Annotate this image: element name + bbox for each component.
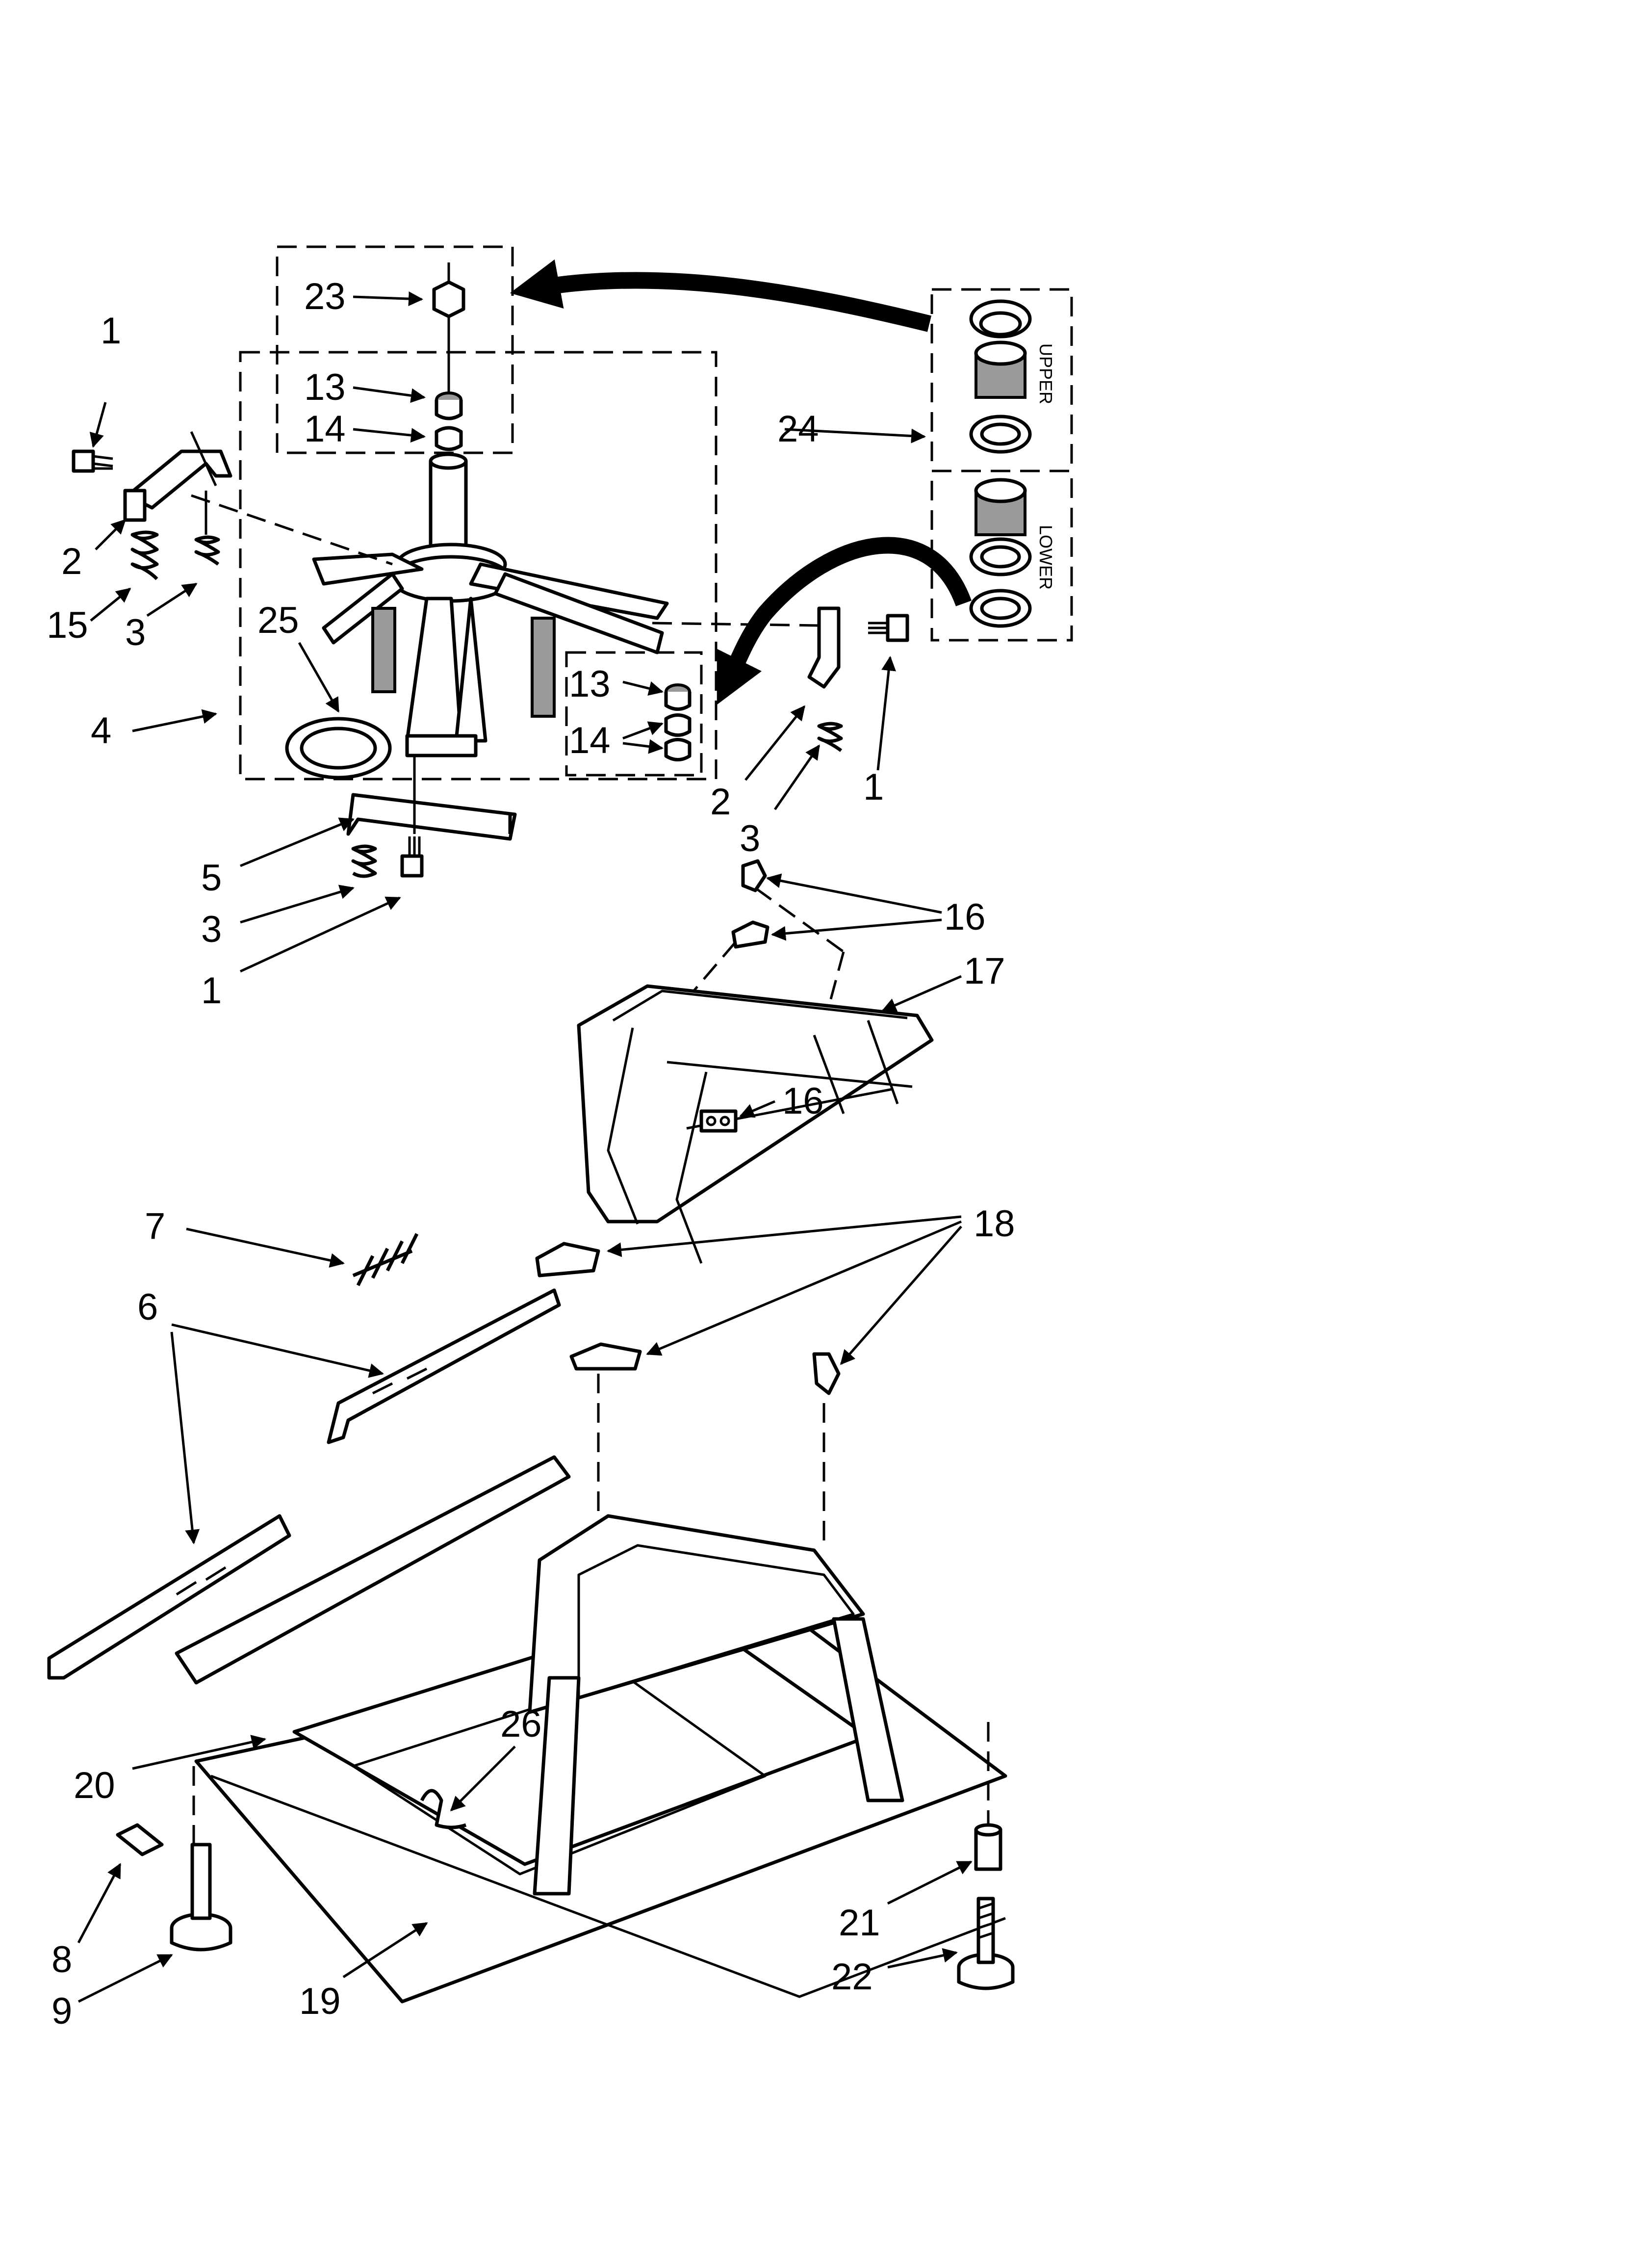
label-22: 22: [831, 1956, 873, 1998]
pad-16-top: [741, 859, 767, 892]
label-26: 26: [500, 1703, 542, 1745]
spring-3-bottom: [351, 844, 377, 878]
label-7: 7: [145, 1205, 165, 1247]
big-arrow-kit-to-side: [717, 537, 972, 705]
frame-17: [577, 984, 934, 1264]
dashed-box-transmission-assembly: [239, 351, 718, 781]
label-13-side: 13: [569, 663, 611, 705]
label-3-right: 3: [740, 818, 760, 860]
bearing-kit-lower-parts: [969, 478, 1032, 628]
pad-16-middle: [731, 920, 770, 949]
label-16-bottom: 16: [782, 1080, 824, 1122]
label-23: 23: [304, 276, 346, 317]
seal-ring-25: [285, 717, 392, 780]
label-3-bottom: 3: [201, 909, 222, 950]
dash-link-right: [652, 622, 820, 627]
dashed-box-bushings-side: [565, 651, 703, 777]
bushing-14-side-a: [664, 713, 692, 737]
spring-3-left: [194, 535, 220, 566]
label-24: 24: [777, 408, 819, 450]
bushing-21: [974, 1823, 1002, 1871]
label-14-side: 14: [569, 720, 611, 761]
brace-frame: [528, 1514, 904, 1896]
rail-6-upper: [327, 1288, 561, 1444]
label-2-right: 2: [710, 781, 731, 823]
label-8: 8: [51, 1939, 72, 1981]
label-5: 5: [201, 857, 222, 899]
bushing-13-side: [664, 683, 692, 711]
label-14-top: 14: [304, 408, 346, 450]
label-15: 15: [47, 604, 88, 646]
label-9: 9: [51, 1990, 72, 2032]
screw-1-bottom: [400, 836, 424, 878]
pad-16-bottom: [699, 1109, 738, 1133]
bushing-14-top: [435, 426, 463, 451]
spring-7: [352, 1233, 419, 1286]
label-4: 4: [91, 710, 111, 752]
label-21: 21: [839, 1902, 880, 1944]
spring-3-right: [817, 722, 843, 752]
pad-18-middle: [569, 1342, 642, 1371]
pad-18-right: [812, 1352, 841, 1395]
dash-link-left: [191, 494, 393, 566]
pin-8: [116, 1823, 164, 1856]
big-arrow-kit-to-top: [510, 259, 932, 332]
bracket-2-right: [807, 606, 841, 689]
spring-15: [130, 530, 159, 580]
bushing-14-side-b: [664, 738, 692, 761]
label-13-top: 13: [304, 366, 346, 408]
label-19: 19: [299, 1981, 341, 2022]
label-25: 25: [257, 600, 299, 641]
kit-tag-lower: LOWER: [1036, 525, 1056, 590]
bracket-5: [346, 793, 517, 841]
label-1-right: 1: [863, 766, 884, 808]
kit-tag-upper: UPPER: [1036, 343, 1056, 404]
label-17: 17: [964, 950, 1005, 992]
label-2-left: 2: [61, 541, 82, 582]
label-1-bottom: 1: [201, 970, 222, 1012]
clip-26: [420, 1789, 467, 1829]
transmission-assembly: [312, 452, 669, 757]
bearing-kit-upper-parts: [969, 299, 1032, 454]
dashed-box-bushings-top: [276, 245, 514, 454]
pad-18-top: [535, 1242, 600, 1277]
foot-22: [957, 1897, 1015, 1990]
bracket-2-left: [123, 449, 232, 522]
rail-6-lower: [47, 1514, 291, 1680]
label-1-left: 1: [101, 310, 121, 352]
leader-lines: [77, 291, 973, 2003]
label-16-top: 16: [944, 896, 986, 938]
bushing-23: [432, 262, 465, 318]
screw-1-left: [72, 449, 113, 473]
label-6: 6: [137, 1286, 158, 1328]
bushing-13-top: [435, 391, 463, 420]
screw-1-right: [868, 614, 909, 642]
callout-labels: 23 13 14 24 1 2 15 3 25 4 13 14 2 3 1 5 …: [47, 276, 1015, 2032]
foot-9: [170, 1843, 232, 1952]
label-20: 20: [74, 1765, 115, 1806]
label-3-left: 3: [125, 612, 146, 653]
label-18: 18: [974, 1203, 1015, 1245]
